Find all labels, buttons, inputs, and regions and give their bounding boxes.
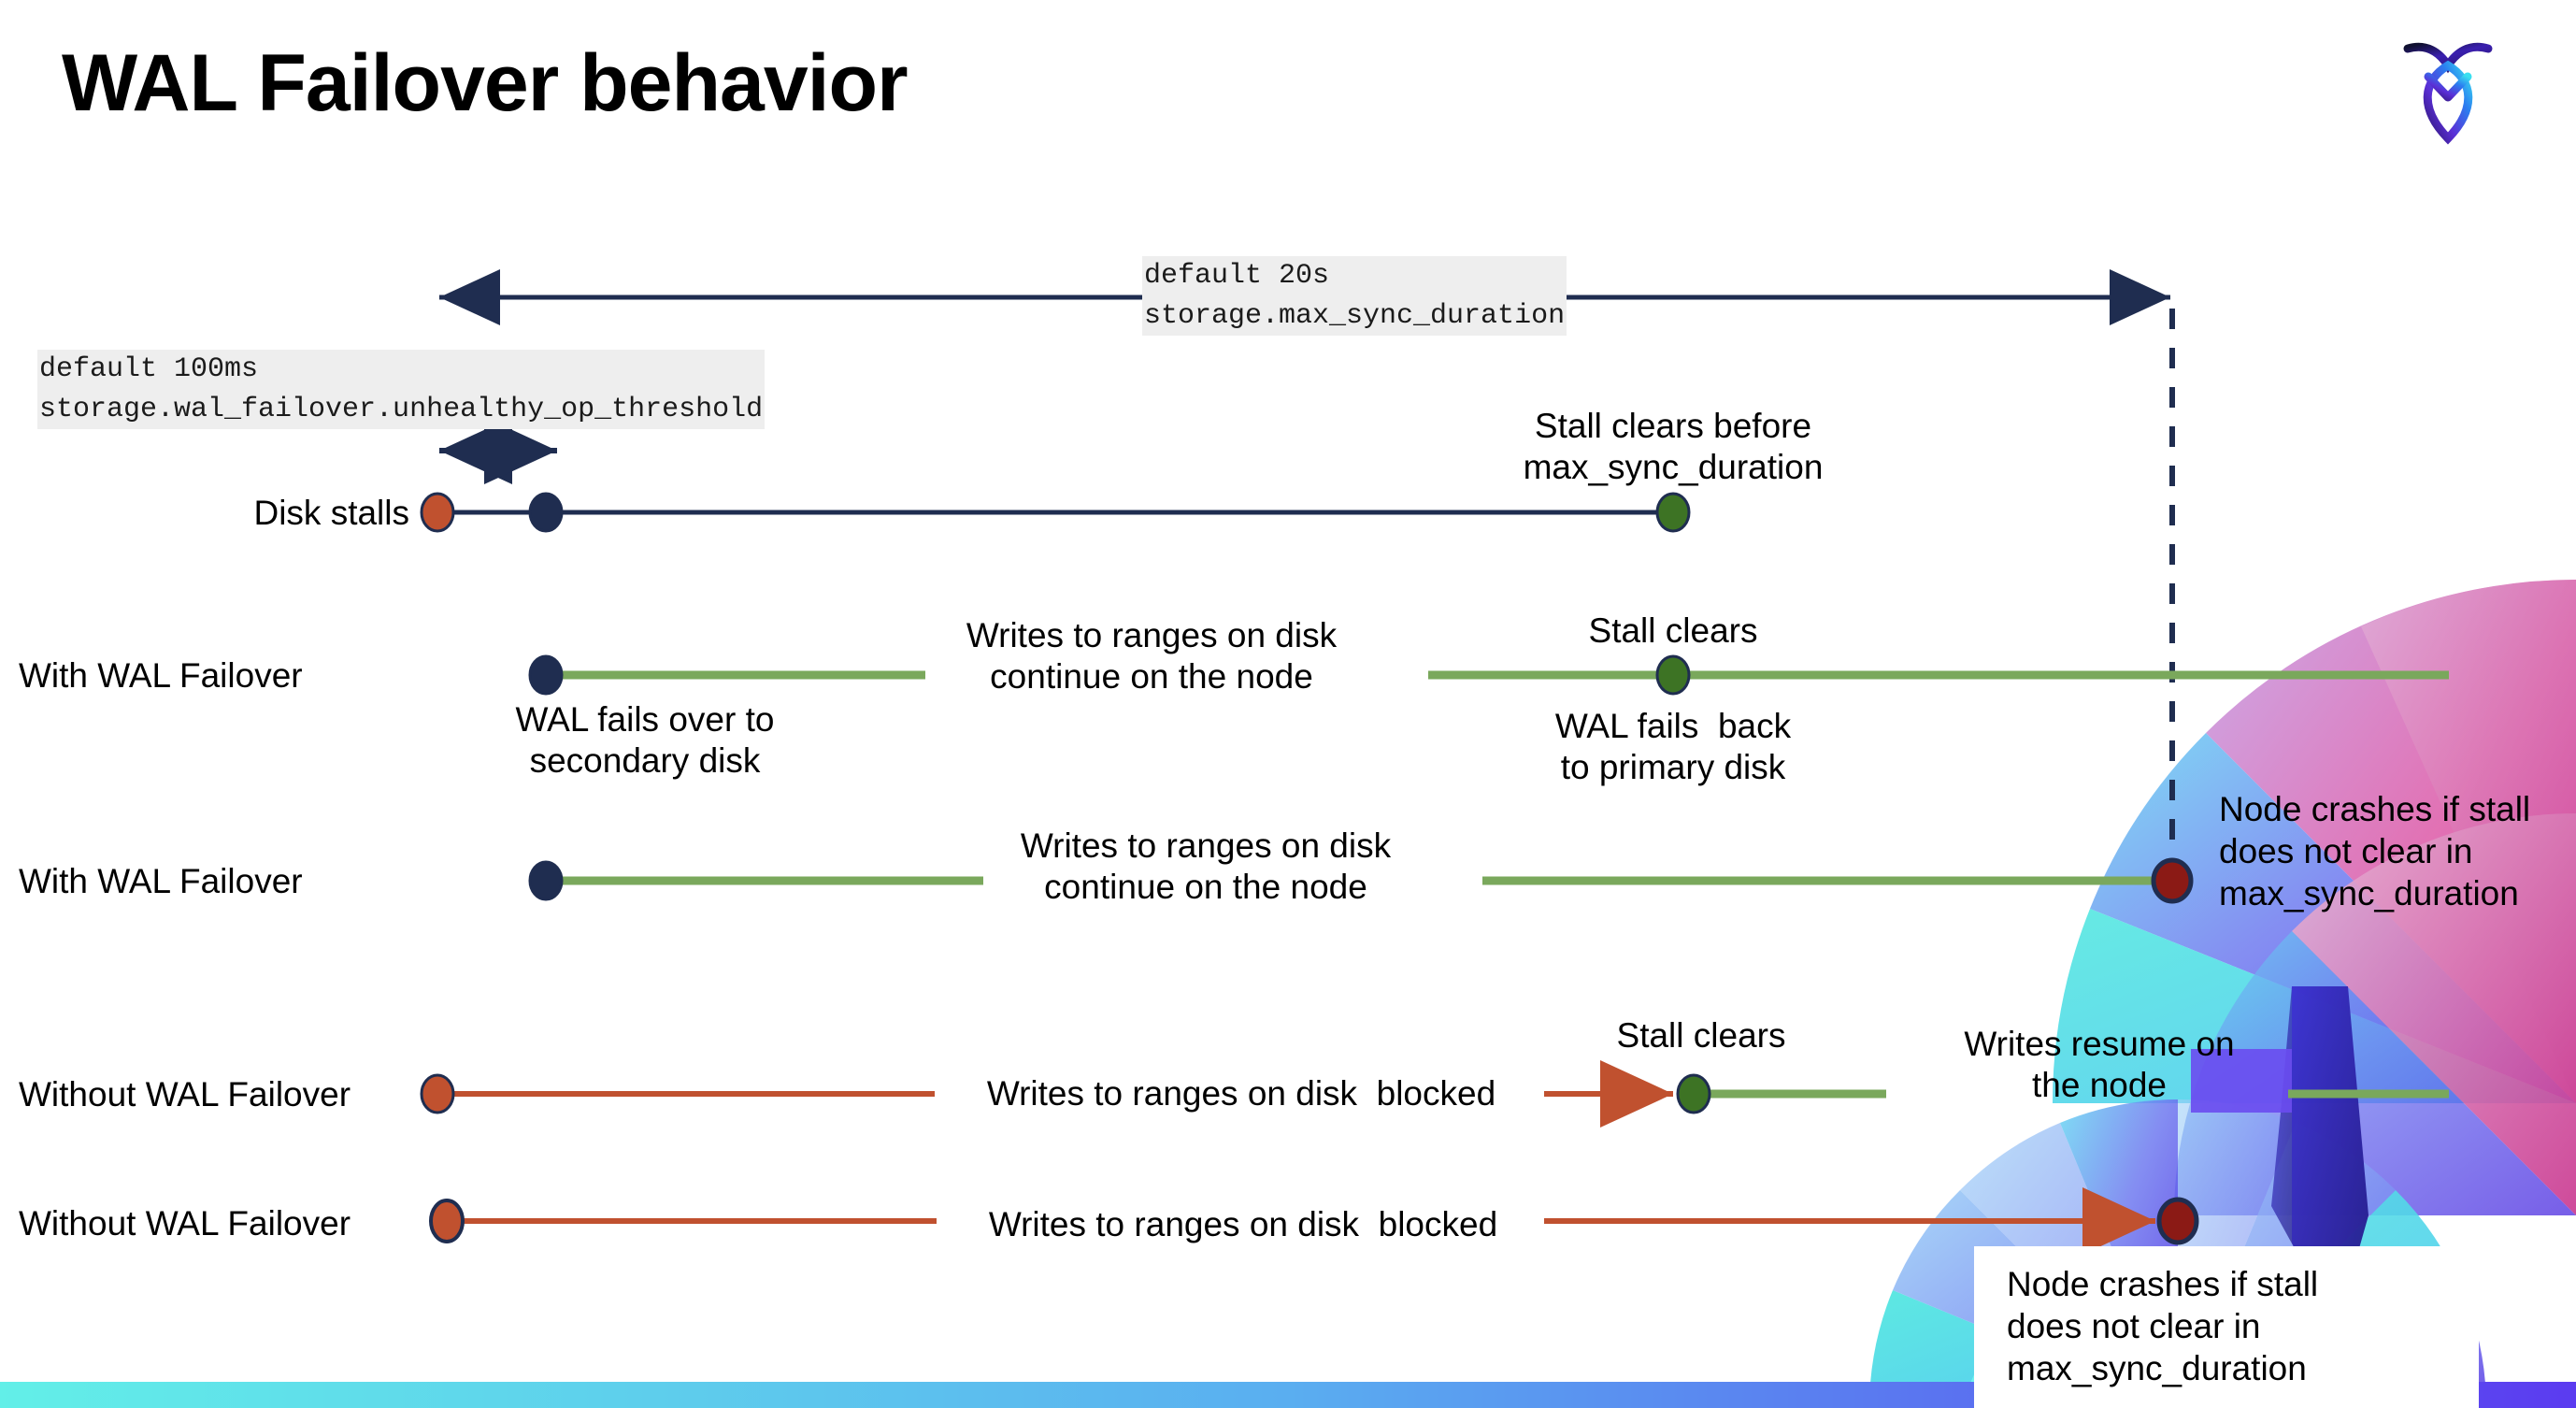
note-writes-continue-1: Writes to ranges on disk continue on the… (966, 616, 1338, 696)
note-writes-continue-2: Writes to ranges on disk continue on the… (1020, 826, 1392, 906)
note-writes-blocked-1: Writes to ranges on disk blocked (986, 1074, 1496, 1113)
unhealthy-op-threshold-setting-label: default 100ms storage.wal_failover.unhea… (37, 350, 766, 430)
note-writes-blocked-2: Writes to ranges on disk blocked (988, 1205, 1498, 1243)
row-without-failover-2-track (429, 1187, 2199, 1255)
note-stall-clears-2: Stall clears (1616, 1016, 1786, 1055)
cockroachdb-logo-icon (2403, 42, 2493, 145)
note-writes-resume: Writes resume on the node (1964, 1025, 2235, 1104)
row-label-without-failover-2: Without WAL Failover (19, 1204, 351, 1243)
row-disk-stalls-track (420, 492, 1691, 533)
unhealthy-setting-name: storage.wal_failover.unhealthy_op_thresh… (37, 389, 766, 430)
page-title: WAL Failover behavior (62, 38, 909, 128)
row-without-failover-1-track (420, 1060, 2449, 1128)
note-wal-fails-back: WAL fails back to primary disk (1554, 707, 1792, 786)
row-label-with-failover-2: With WAL Failover (19, 862, 303, 900)
row-label-without-failover-1: Without WAL Failover (19, 1075, 351, 1113)
node-crashes-callout-box: Node crashes if stall does not clear in … (1974, 1246, 2479, 1408)
row-with-failover-2-track (528, 857, 2194, 904)
row-with-failover-1-track (528, 654, 2449, 696)
max-sync-default-value: default 20s (1142, 256, 1567, 296)
max-sync-duration-setting-label: default 20s storage.max_sync_duration (1142, 256, 1567, 337)
row-label-disk-stalls: Disk stalls (253, 494, 409, 532)
row-label-with-failover-1: With WAL Failover (19, 656, 303, 695)
note-stall-clears-before-max-sync: Stall clears before max_sync_duration (1523, 407, 1824, 486)
unhealthy-default-value: default 100ms (37, 350, 766, 390)
note-node-crashes-1: Node crashes if stall does not clear in … (2219, 790, 2531, 913)
note-node-crashes-2: Node crashes if stall does not clear in … (2007, 1265, 2319, 1388)
note-stall-clears-1: Stall clears (1588, 611, 1758, 650)
max-sync-setting-name: storage.max_sync_duration (1142, 295, 1567, 337)
note-wal-fails-over: WAL fails over to secondary disk (515, 700, 775, 780)
